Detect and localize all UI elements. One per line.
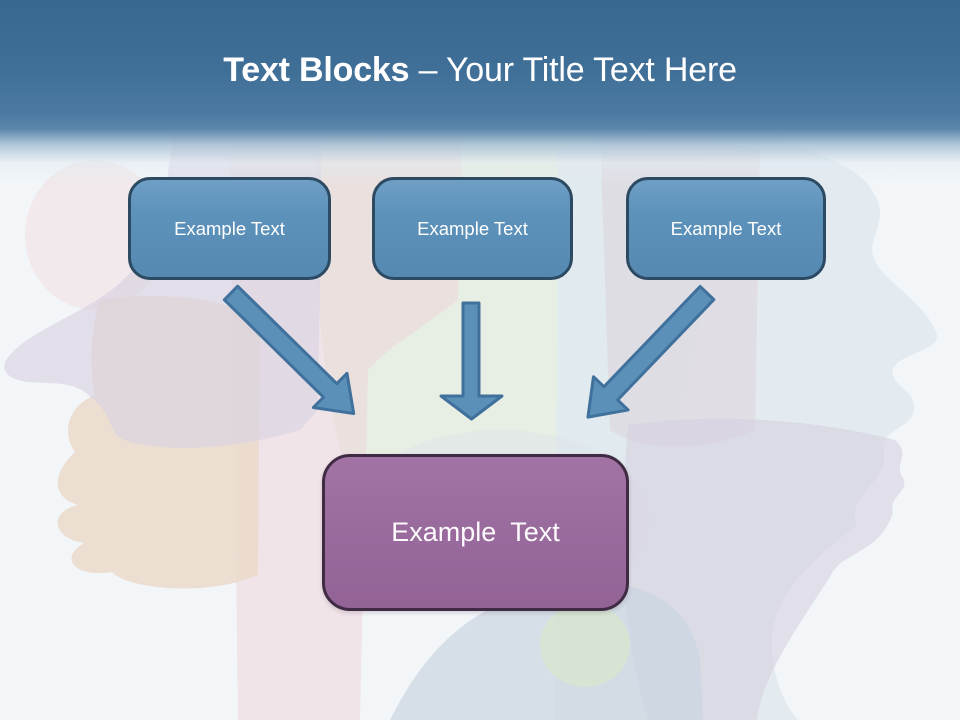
slide-title-rest: – Your Title Text Here (409, 51, 737, 89)
slide-title-emphasis: Text Blocks (223, 51, 410, 89)
text-block-2[interactable]: Example Text (372, 177, 573, 280)
text-block-label: Example Text (417, 217, 528, 239)
text-block-3[interactable]: Example Text (626, 177, 826, 280)
text-block-label: Example Text (670, 217, 782, 239)
slide-title[interactable]: Text Blocks – Your Title Text Here (0, 50, 960, 90)
result-block[interactable]: Example Text (322, 454, 629, 611)
title-banner: Text Blocks – Your Title Text Here (0, 0, 960, 196)
result-block-label: Example Text (391, 517, 560, 547)
text-block-1[interactable]: Example Text (128, 177, 331, 280)
green-knob (540, 603, 630, 687)
text-block-label: Example Text (174, 217, 285, 239)
